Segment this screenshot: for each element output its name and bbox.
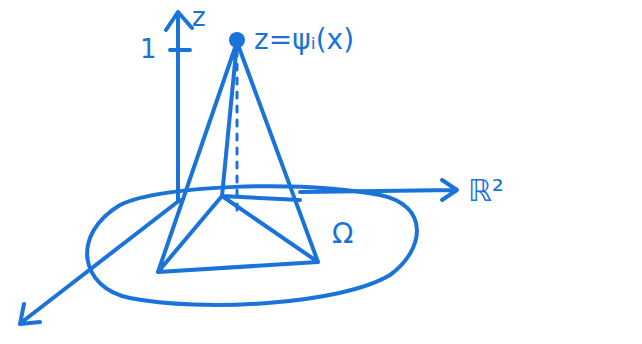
space-label: ℝ² — [468, 176, 504, 206]
domain-label: Ω — [332, 220, 353, 248]
pyramid-height — [236, 50, 239, 215]
z-axis — [166, 12, 192, 200]
function-label: z=ψᵢ(x) — [254, 26, 354, 54]
plane-axis — [300, 180, 457, 200]
domain-outline — [87, 186, 417, 305]
oblique-axis — [20, 200, 180, 324]
pyramid-edges — [158, 42, 318, 272]
axis-tick — [170, 48, 190, 52]
axis-label: z — [192, 4, 206, 30]
apex-dot — [229, 32, 245, 48]
tick-label: 1 — [140, 36, 157, 62]
